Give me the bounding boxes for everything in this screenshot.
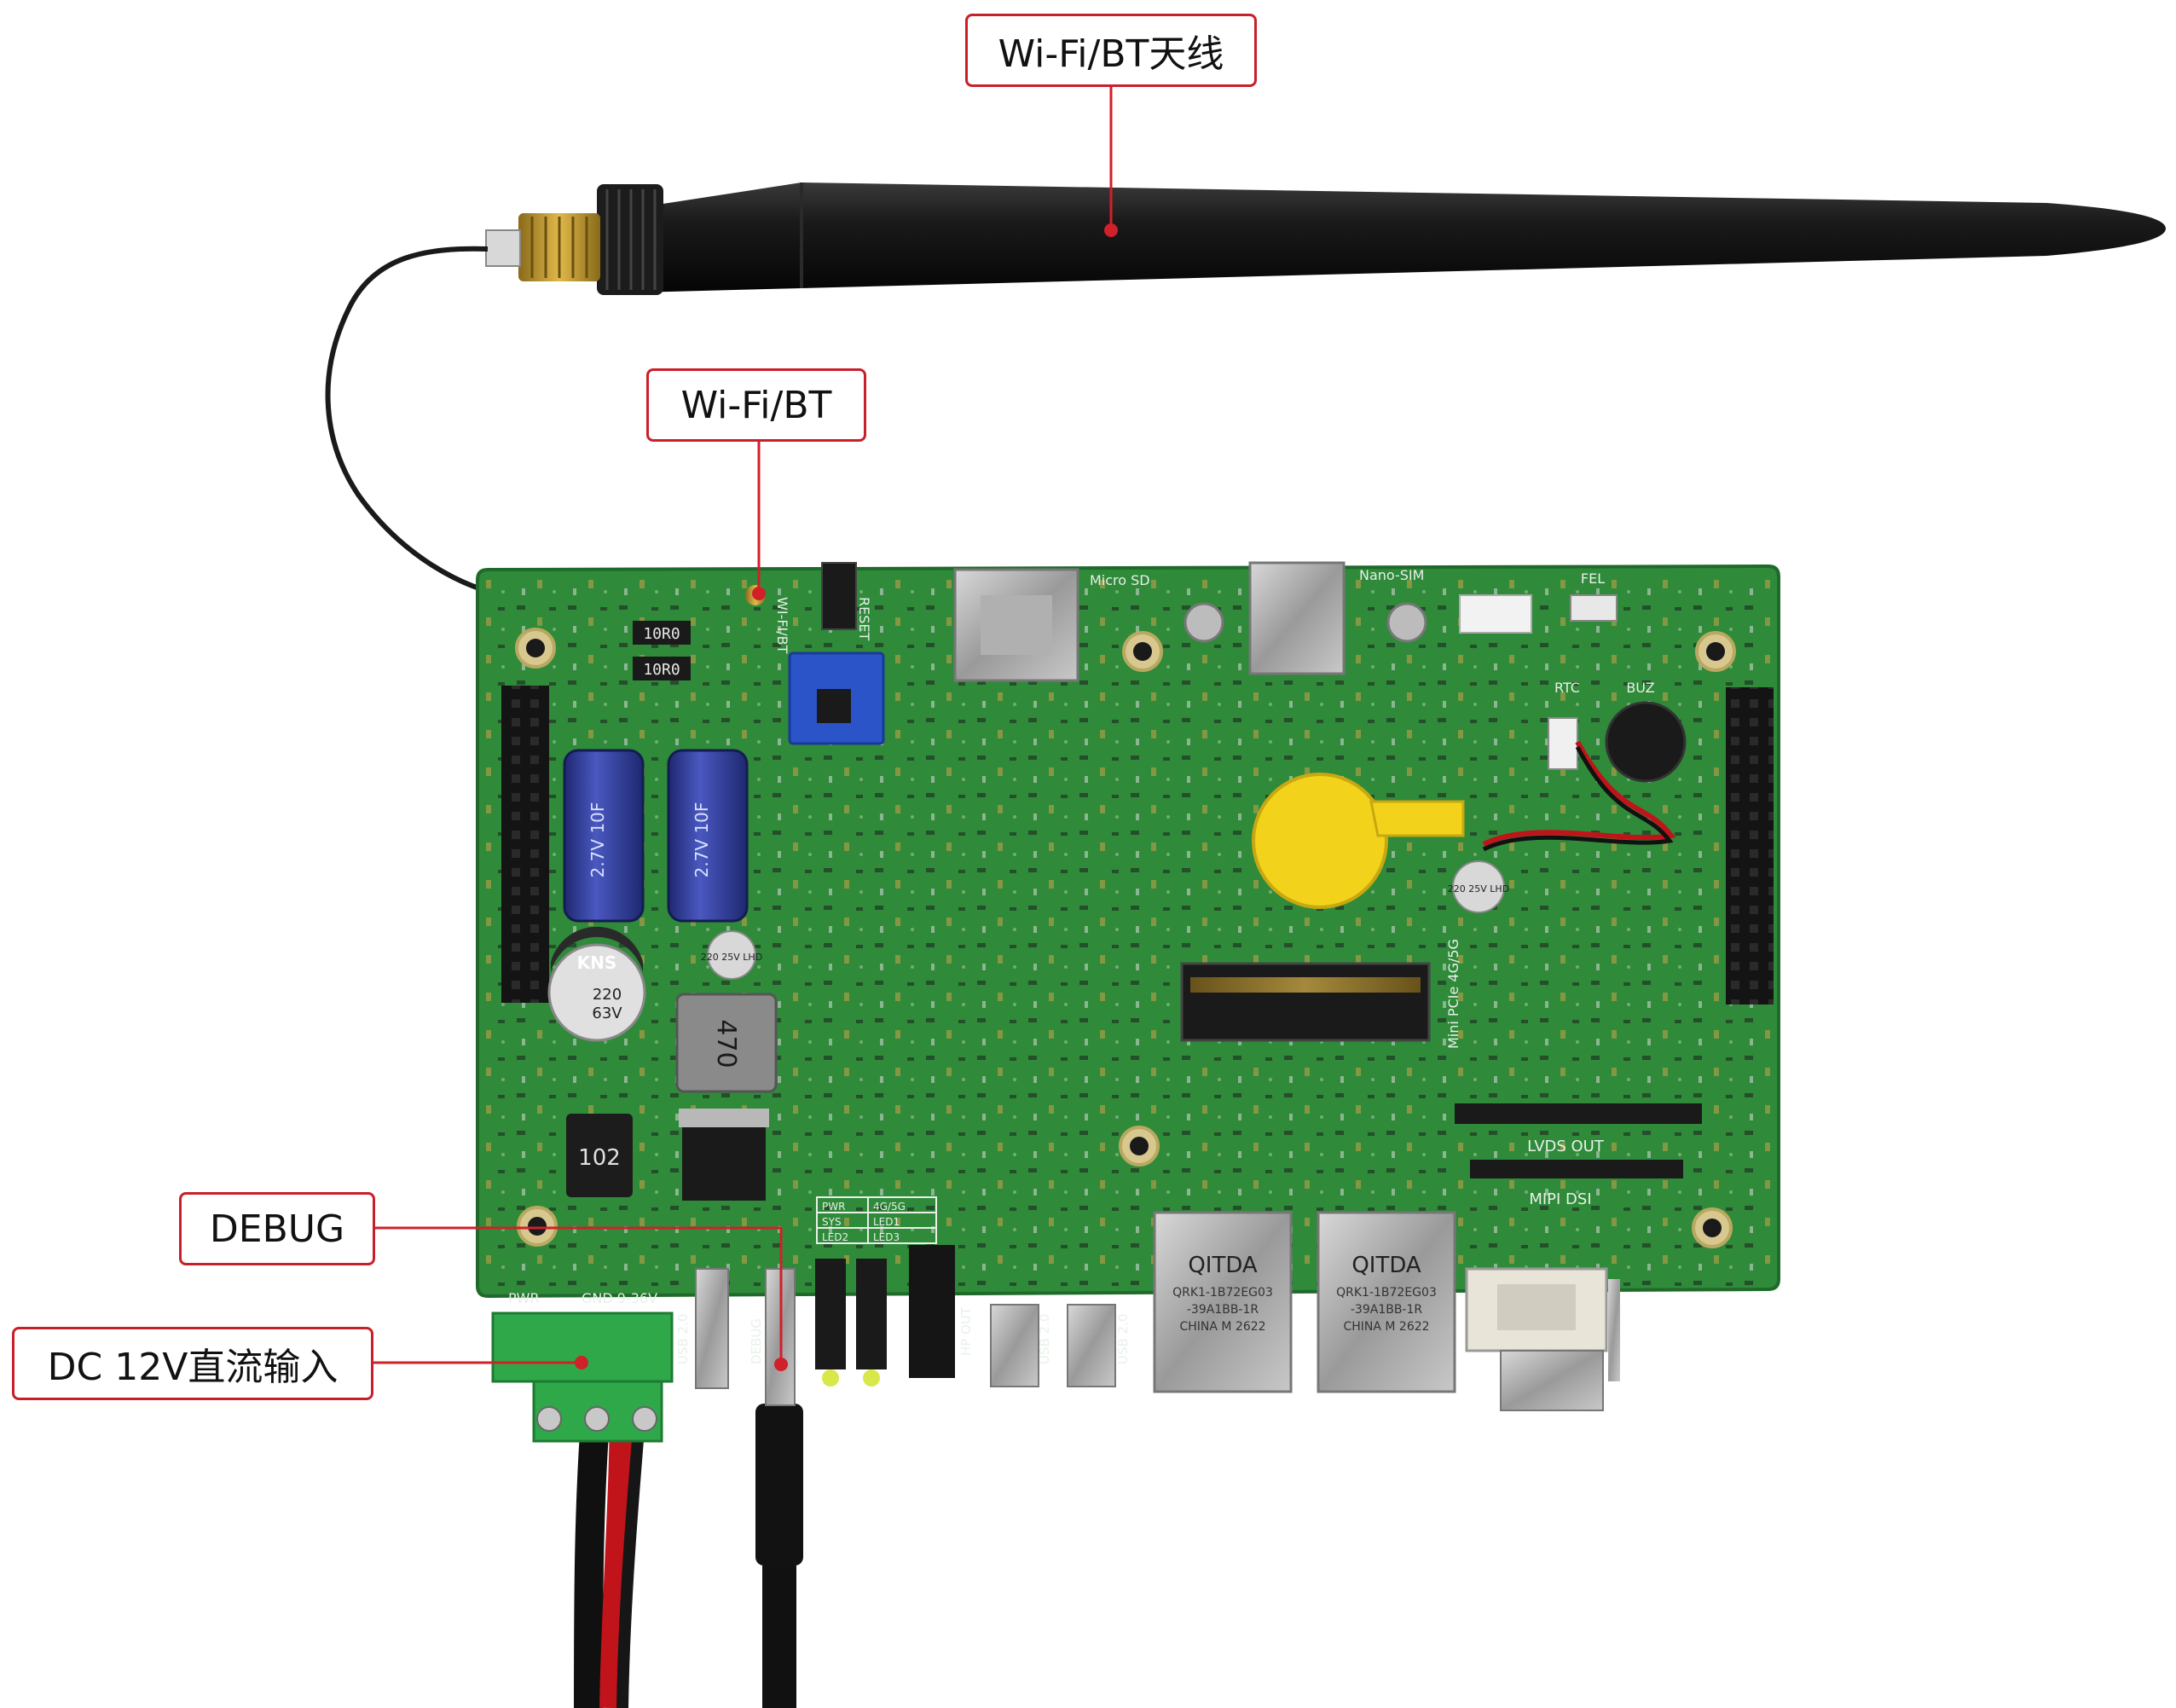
inductor-470-label: 470	[711, 1019, 741, 1068]
supercapacitors: 2.7V 10F 2.7V 10F	[563, 749, 749, 923]
fel-label: FEL	[1581, 570, 1605, 587]
rj45-1-model-a: QRK1-1B72EG03	[1172, 1286, 1273, 1300]
nano-sim-label: Nano-SIM	[1359, 567, 1424, 583]
cap-kns-label: KNS	[577, 952, 617, 973]
callout-wifi-bt: Wi-Fi/BT	[646, 368, 866, 442]
led1-label: LED1	[873, 1216, 900, 1228]
debug-port-label: DEBUG	[749, 1318, 764, 1364]
cap-lhd-a-label: 220 25V LHD	[701, 952, 762, 963]
callout-dc-input: DC 12V直流输入	[12, 1327, 373, 1400]
led2-label: LED2	[822, 1231, 848, 1243]
rj45-jack-1: QITDA QRK1-1B72EG03 -39A1BB-1R CHINA M 2…	[1153, 1211, 1293, 1393]
supercap-b-label: 2.7V 10F	[692, 802, 712, 878]
cap-63v-label: 63V	[592, 1005, 622, 1022]
resistor-10r-b: 10R0	[643, 661, 680, 679]
usb-label-2: USB 2.0	[1037, 1314, 1052, 1364]
supercap-a-label: 2.7V 10F	[587, 802, 608, 878]
rj45-2-brand: QITDA	[1351, 1253, 1421, 1278]
nano-sim-slot	[1248, 561, 1346, 675]
micro-sd-label: Micro SD	[1090, 572, 1150, 588]
power-cable	[574, 1397, 647, 1708]
mipi-connector	[1470, 1160, 1683, 1178]
mipi-dsi-label: MIPI DSI	[1529, 1190, 1591, 1208]
antenna	[485, 182, 2166, 295]
gpio-header-left	[501, 686, 549, 1003]
rj45-2-origin: CHINA M 2622	[1343, 1320, 1429, 1334]
leader-lines	[372, 87, 1118, 1371]
gpio-header-right	[1726, 687, 1774, 1005]
antenna-leader-dot	[1104, 223, 1118, 237]
gnd-voltage-label: GND 9-36V	[582, 1290, 657, 1306]
led-pwr-label: PWR	[822, 1201, 845, 1213]
rj45-jack-2: QITDA QRK1-1B72EG03 -39A1BB-1R CHINA M 2…	[1317, 1211, 1456, 1393]
callout-debug: DEBUG	[179, 1192, 375, 1265]
dvi-connector	[1465, 1267, 1620, 1411]
hp-out-label: HP OUT	[958, 1306, 974, 1356]
usb-port-3	[1067, 1304, 1116, 1387]
electrolytic-cap-kns: KNS 220 63V	[547, 926, 646, 1042]
lvds-out-label: LVDS OUT	[1527, 1138, 1605, 1155]
wifi-bt-leader-dot	[752, 587, 766, 600]
usb-label-3: USB 2.0	[1115, 1314, 1131, 1364]
debug-leader-dot	[774, 1358, 788, 1371]
hp-out-jack	[909, 1245, 955, 1378]
mini-pcie-label: Mini PCIe 4G/5G	[1445, 939, 1461, 1049]
antenna-icon	[602, 182, 2166, 293]
wifi-bt-port-label: WI-FI/BT	[774, 597, 790, 654]
lvds-connector	[1455, 1103, 1702, 1124]
resistor-10r-a: 10R0	[643, 625, 680, 643]
cap-lhd-b-label: 220 25V LHD	[1448, 883, 1509, 895]
rj45-1-origin: CHINA M 2622	[1179, 1320, 1265, 1334]
buz-label: BUZ	[1626, 680, 1654, 696]
rj45-2-model-b: -39A1BB-1R	[1351, 1303, 1423, 1317]
cap-220-label: 220	[593, 986, 622, 1004]
debug-cable	[755, 1404, 803, 1708]
led-table: PWR 4G/5G SYS LED1 LED2 LED3	[816, 1196, 937, 1244]
callout-antenna: Wi-Fi/BT天线	[965, 14, 1257, 87]
inductor-102-label: 102	[578, 1145, 621, 1171]
dc-terminal-block	[491, 1311, 674, 1443]
rj45-2-model-a: QRK1-1B72EG03	[1336, 1286, 1437, 1300]
mini-pcie-slot	[1180, 962, 1431, 1042]
pwr-label: PWR	[508, 1290, 540, 1306]
led3-label: LED3	[873, 1231, 900, 1243]
usb-port-2	[990, 1304, 1039, 1387]
rj45-1-brand: QITDA	[1188, 1253, 1258, 1278]
debug-leader	[373, 1226, 783, 1364]
reset-label: RESET	[856, 597, 872, 640]
usb-label-1: USB 2.0	[675, 1314, 691, 1364]
usb-port-1	[695, 1268, 729, 1389]
dc-input-leader-dot	[575, 1356, 588, 1369]
buzzer	[1605, 701, 1687, 783]
rj45-1-model-b: -39A1BB-1R	[1187, 1303, 1259, 1317]
led-4g5g-label: 4G/5G	[873, 1201, 906, 1213]
coin-cell-battery	[1252, 773, 1465, 909]
led-sys-label: SYS	[822, 1216, 842, 1228]
rtc-label: RTC	[1554, 680, 1580, 696]
